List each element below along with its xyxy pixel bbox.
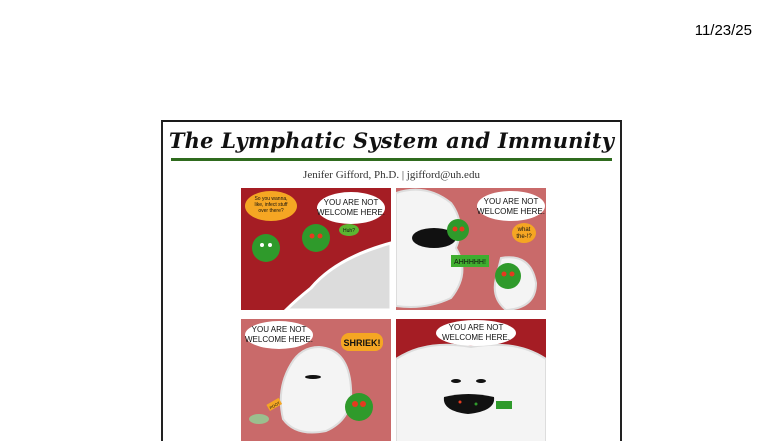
- svg-text:POOT: POOT: [269, 400, 282, 410]
- date-label: 11/23/25: [694, 22, 752, 39]
- svg-text:Huh?: Huh?: [343, 228, 355, 234]
- document-title: The Lymphatic System and Immunity: [168, 128, 615, 153]
- svg-text:AHHHHH!: AHHHHH!: [454, 259, 486, 266]
- author-byline: Jenifer Gifford, Ph.D. | jgifford@uh.edu: [303, 169, 480, 181]
- slide-image: The Lymphatic System and Immunity Jenife…: [161, 120, 622, 441]
- title-rule: [171, 158, 612, 161]
- svg-text:SHRIEK!: SHRIEK!: [343, 338, 380, 348]
